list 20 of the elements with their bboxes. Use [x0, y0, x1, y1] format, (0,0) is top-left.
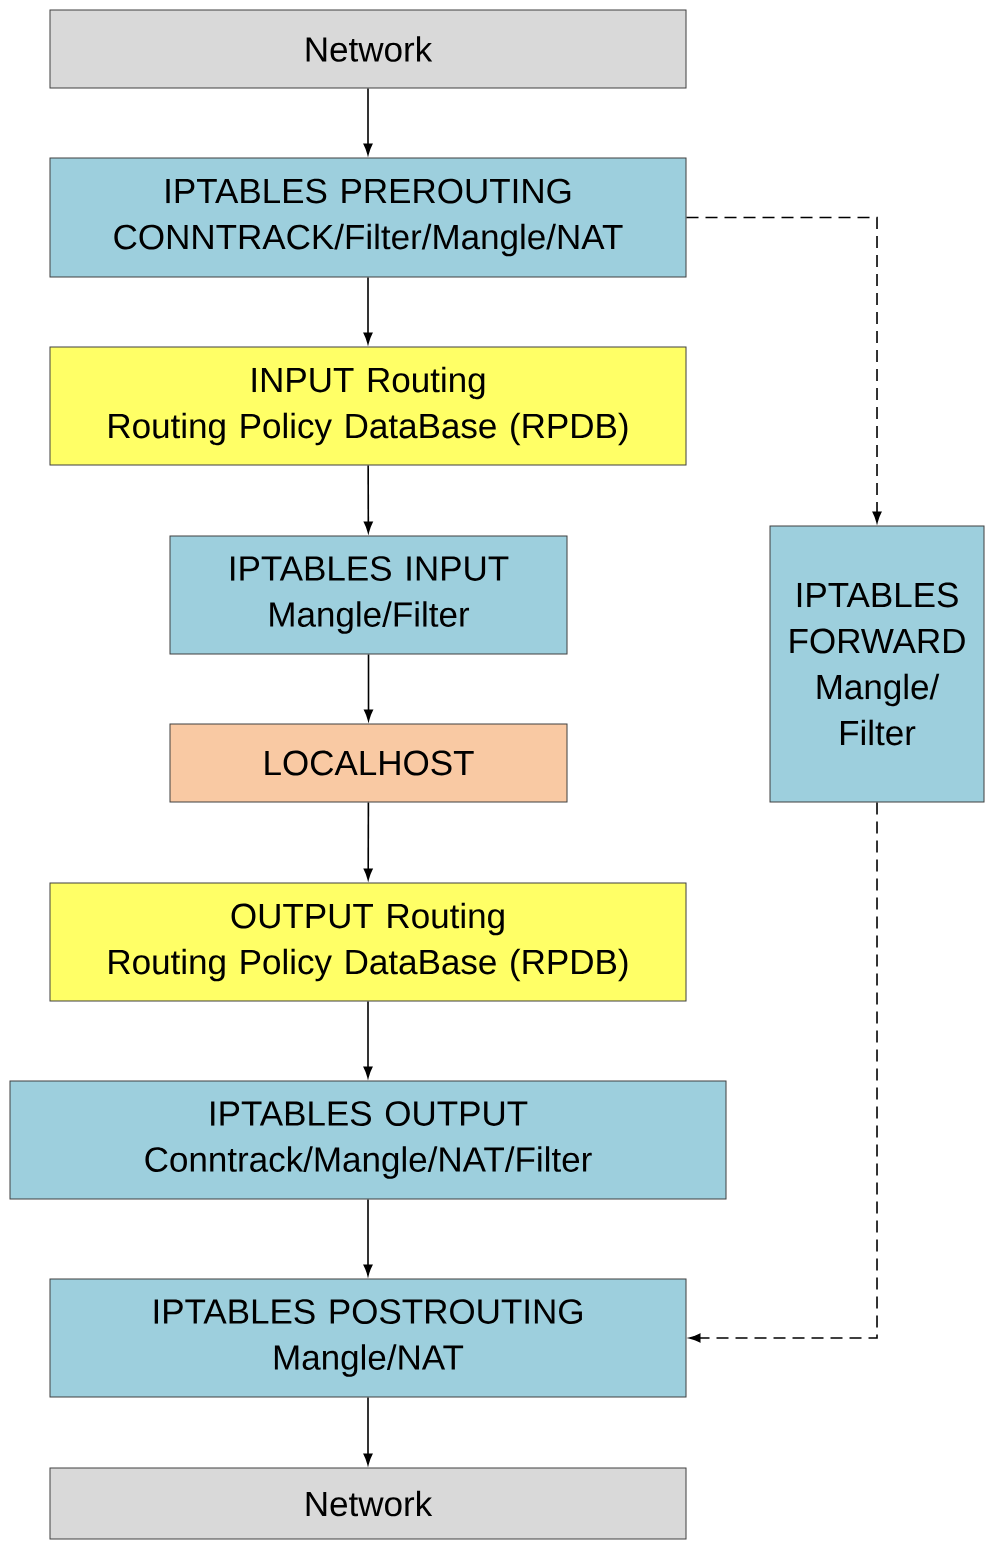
arrow: [363, 464, 373, 533]
host-box: LOCALHOST: [169, 723, 568, 803]
arrow: [363, 1000, 373, 1078]
arrow: [685, 216, 882, 523]
chain-box: IPTABLES POSTROUTING Mangle/NAT: [49, 1278, 687, 1398]
arrow: [363, 87, 373, 155]
chain-box: IPTABLES INPUT Mangle/Filter: [169, 535, 568, 655]
network-box: Network: [49, 1467, 687, 1540]
routing-box: INPUT Routing Routing Policy DataBase (RPDB): [49, 346, 687, 466]
arrow: [363, 801, 373, 880]
arrow: [363, 1198, 373, 1276]
network-box: Network: [49, 9, 687, 89]
chain-box: IPTABLES PREROUTING CONNTRACK/Filter/Mangle/NAT: [49, 157, 687, 278]
chain-box: IPTABLES FORWARD Mangle/ Filter: [769, 525, 985, 803]
arrow: [363, 1396, 373, 1465]
chain-box: IPTABLES OUTPUT Conntrack/Mangle/NAT/Filter: [9, 1080, 727, 1200]
arrow: [689, 801, 878, 1343]
routing-box: OUTPUT Routing Routing Policy DataBase (RPDB): [49, 882, 687, 1002]
arrow: [364, 653, 373, 721]
arrow: [363, 276, 373, 344]
